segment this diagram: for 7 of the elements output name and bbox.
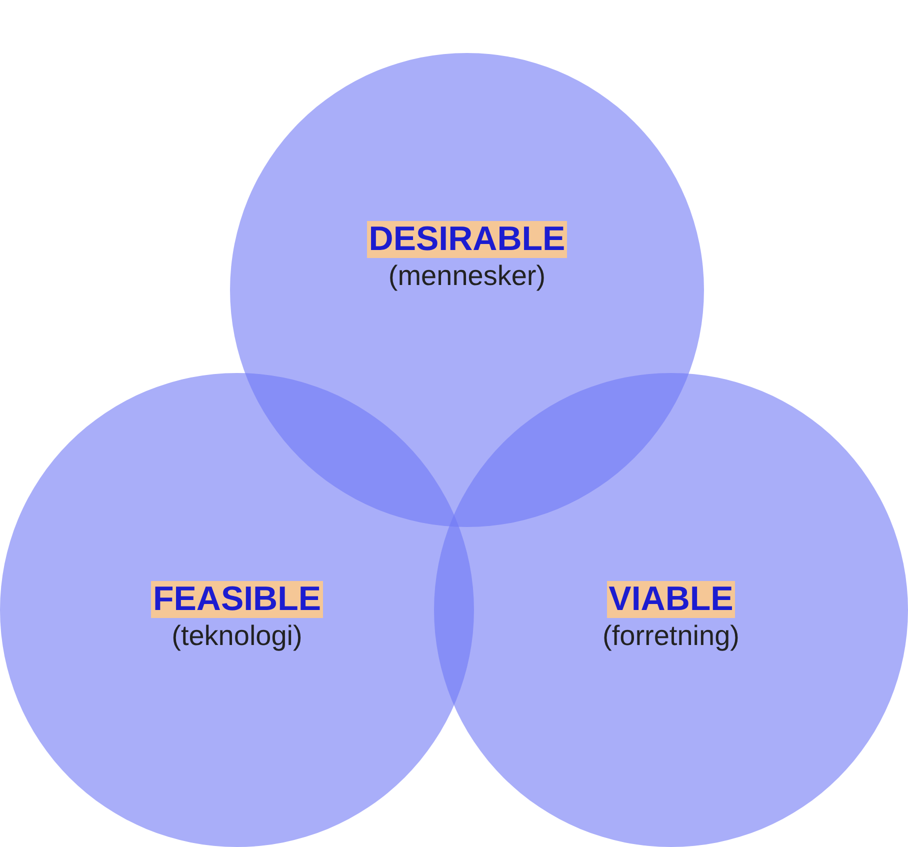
heading-label: VIABLE	[606, 581, 736, 618]
heading-label: FEASIBLE	[150, 581, 324, 618]
subtitle-label: (mennesker)	[388, 259, 546, 294]
venn-circle	[434, 373, 908, 847]
heading-label: DESIRABLE	[366, 221, 568, 258]
subtitle-label: (forretning)	[602, 619, 740, 654]
subtitle-label: (teknologi)	[172, 619, 302, 654]
